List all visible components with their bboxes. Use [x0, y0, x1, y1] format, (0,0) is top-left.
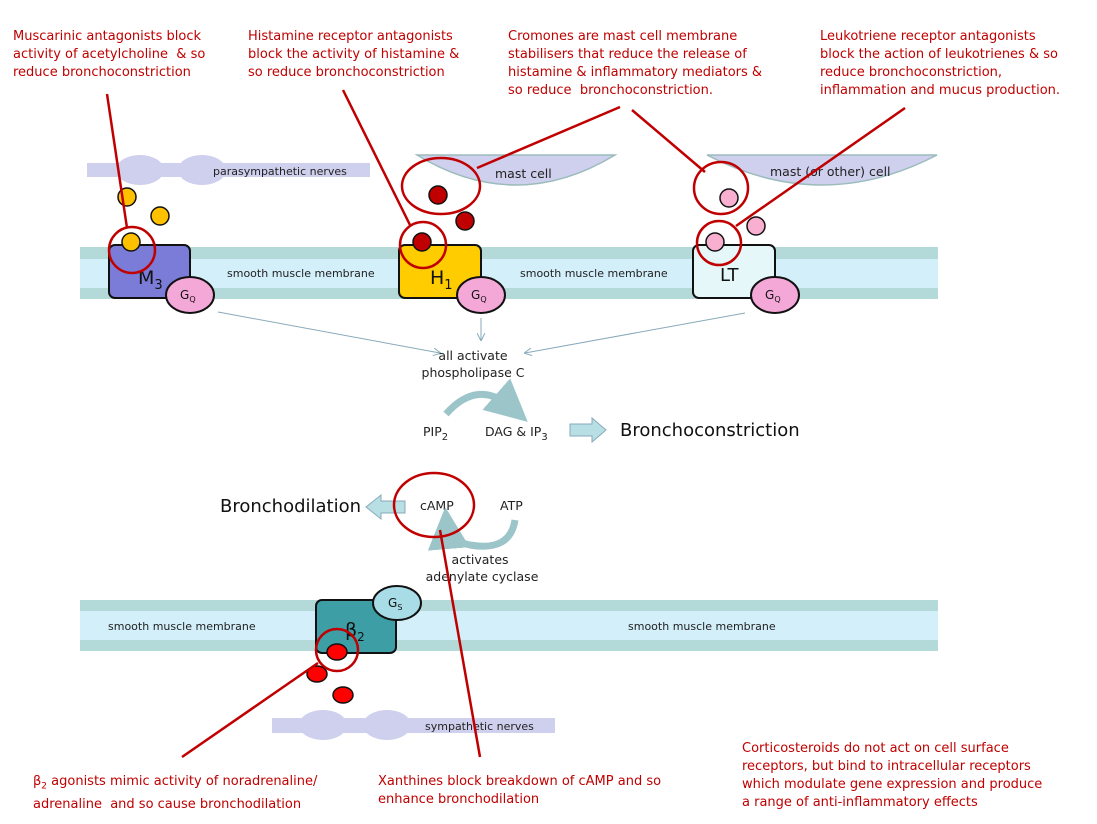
svg-text:GQ: GQ	[180, 288, 196, 304]
cromones-note: Cromones are mast cell membrane stabilis…	[508, 29, 763, 98]
signal-arrows	[217, 311, 746, 353]
svg-text:GQ: GQ	[765, 288, 781, 304]
membrane-label: smooth muscle membrane	[520, 267, 668, 280]
leukotriene-molecules	[705, 188, 766, 252]
camp-label: cAMP	[420, 498, 454, 513]
pip2-label: PIP2	[423, 424, 448, 443]
svg-text:GS: GS	[388, 596, 402, 612]
annotation-pointers	[105, 89, 906, 759]
curved-arrow-icon	[427, 507, 519, 551]
membrane-label: smooth muscle membrane	[108, 620, 256, 633]
bottom-membrane: smooth muscle membrane smooth muscle mem…	[80, 600, 938, 651]
plc-label: phospholipase C	[422, 365, 525, 380]
arrow-right-icon	[569, 416, 607, 444]
mast-other-cell-label: mast (or other) cell	[770, 164, 891, 179]
leukotriene-note: Leukotriene receptor antagonists block t…	[820, 29, 1061, 98]
dag-ip3-label: DAG & IP3	[485, 424, 548, 443]
beta2-receptor: β2 GS	[315, 585, 422, 654]
mast-cell-label: mast cell	[495, 166, 552, 181]
sympathetic-nerve: sympathetic nerves	[272, 710, 555, 740]
bronchoconstriction-label: Bronchoconstriction	[620, 420, 800, 441]
sympathetic-label: sympathetic nerves	[425, 720, 534, 733]
parasympathetic-nerve: parasympathetic nerves	[87, 155, 370, 185]
mast-cell: mast cell	[414, 154, 618, 186]
xanthines-note: Xanthines block breakdown of cAMP and so…	[378, 774, 662, 807]
muscarinic-note: Muscarinic antagonists block activity of…	[13, 29, 206, 80]
curved-arrow-icon	[443, 378, 528, 422]
svg-text:M3: M3	[138, 267, 163, 293]
svg-text:LT: LT	[720, 265, 740, 286]
lt-receptor: LT GQ	[692, 244, 800, 314]
h1-receptor: H1 GQ	[398, 244, 506, 314]
m3-receptor: M3 GQ	[108, 244, 215, 314]
bronchodilation-label: Bronchodilation	[220, 496, 361, 517]
beta2-note: β2 agonists mimic activity of noradrenal…	[33, 774, 318, 812]
arrow-left-icon	[365, 493, 406, 521]
svg-text:β2: β2	[345, 619, 365, 644]
svg-text:H1: H1	[430, 267, 453, 293]
adenylate-cyclase-label: adenylate cyclase	[426, 569, 539, 584]
histamine-note: Histamine receptor antagonists block the…	[248, 29, 460, 80]
parasympathetic-label: parasympathetic nerves	[213, 165, 347, 178]
svg-text:GQ: GQ	[471, 288, 487, 304]
noradrenaline-molecules	[306, 643, 354, 704]
membrane-label: smooth muscle membrane	[227, 267, 375, 280]
histamine-molecules	[412, 185, 475, 252]
activates-label: activates	[451, 552, 508, 567]
atp-label: ATP	[500, 498, 523, 513]
all-activate-label: all activate	[438, 348, 507, 363]
corticosteroids-note: Corticosteroids do not act on cell surfa…	[742, 741, 1043, 810]
membrane-label: smooth muscle membrane	[628, 620, 776, 633]
